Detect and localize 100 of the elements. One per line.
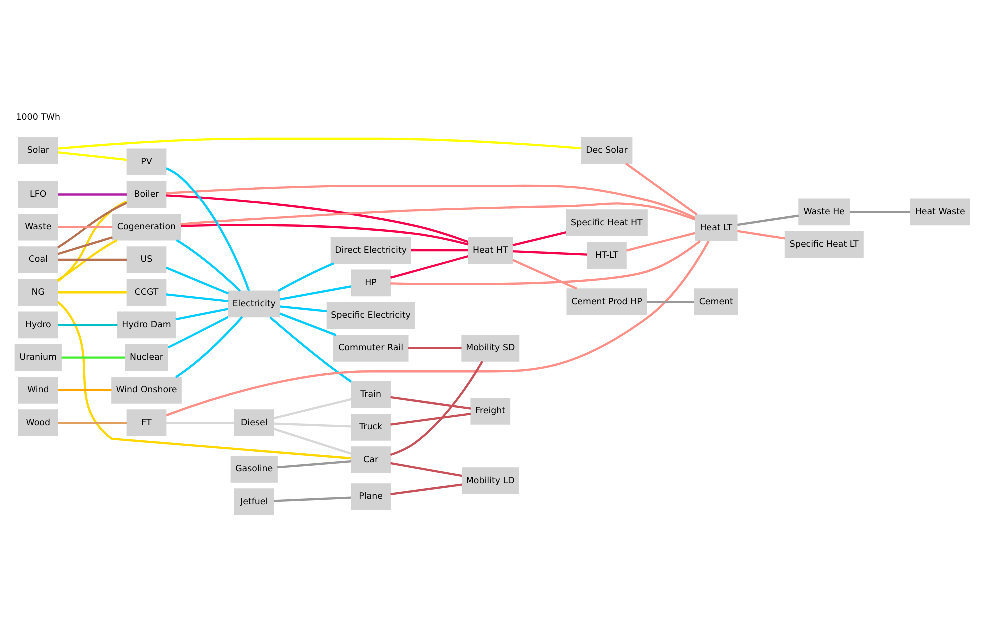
node-box: FT (126, 409, 167, 436)
connector (57, 300, 352, 460)
connector (57, 238, 118, 281)
node-box: Hydro (18, 311, 58, 338)
node-box: HP (351, 269, 391, 296)
connector (58, 291, 127, 294)
node-box: Jetfuel (234, 488, 274, 515)
node-box: Mobility SD (462, 334, 520, 362)
connector (166, 167, 250, 291)
connector (58, 137, 582, 150)
connector (180, 202, 696, 225)
connector (62, 356, 126, 358)
node-box: Uranium (14, 344, 62, 371)
connector (390, 360, 484, 456)
node-box: Direct Electricity (330, 236, 412, 264)
node-box: Mobility LD (462, 467, 520, 494)
node-box: Car (351, 446, 391, 473)
connector (57, 202, 128, 248)
connector (274, 496, 352, 502)
connector (274, 398, 352, 419)
node-box: Boiler (126, 180, 167, 208)
node-box: Wind Onshore (112, 376, 182, 404)
connector (274, 428, 352, 454)
connector (58, 324, 118, 326)
node-box: Waste He (798, 198, 850, 226)
connector (626, 232, 696, 252)
node-box: Truck (351, 414, 391, 440)
node-box: LFO (18, 180, 58, 208)
node-box: HT-LT (587, 242, 627, 269)
node-box: Specific Heat HT (566, 209, 648, 236)
connector (850, 210, 911, 213)
connector (280, 285, 352, 300)
node-box: Commuter Rail (333, 334, 409, 362)
node-box: Coal (18, 246, 58, 273)
connector (58, 388, 112, 392)
connector (180, 224, 469, 246)
connector (166, 194, 469, 243)
connector (166, 240, 710, 416)
node-box: Specific Electricity (326, 302, 416, 329)
label: 1000 TWh (16, 112, 61, 123)
connector (390, 396, 472, 410)
connector (738, 230, 786, 240)
node-box: Heat LT (695, 214, 738, 242)
connector (390, 462, 462, 477)
node-box: PV (126, 148, 167, 176)
node-box: Wind (18, 376, 58, 404)
node-box: Plane (351, 483, 391, 510)
node-box: Diesel (234, 409, 274, 436)
connector (176, 239, 242, 292)
connector (646, 300, 694, 303)
node-box: Hydro Dam (117, 311, 176, 338)
connector (390, 240, 702, 285)
node-box: Heat Waste (910, 198, 970, 226)
connector (278, 262, 334, 292)
node-box: Freight (470, 398, 511, 424)
connector (58, 193, 127, 196)
node-box: Waste (18, 213, 58, 240)
connector (166, 421, 234, 424)
connector (58, 226, 113, 228)
connector (408, 346, 462, 349)
connector (176, 308, 229, 320)
connector (270, 316, 352, 382)
connector (168, 316, 229, 348)
node-box: NG (18, 278, 58, 306)
connector (58, 421, 127, 424)
connector (58, 151, 128, 161)
connector (512, 250, 588, 256)
connector (58, 258, 127, 261)
connector (390, 412, 472, 426)
connector (280, 312, 337, 336)
node-box: Specific Heat LT (784, 230, 864, 258)
connector (274, 422, 352, 428)
connector (512, 258, 578, 290)
connector (390, 483, 462, 495)
node-box: CCGT (126, 278, 167, 306)
node-box: Heat HT (468, 236, 514, 264)
connector (166, 184, 696, 219)
node-box: Electricity (228, 290, 280, 318)
connector (738, 214, 800, 226)
node-box: Cogeneration (112, 213, 182, 240)
connector (58, 236, 113, 255)
node-box: Gasoline (230, 456, 278, 482)
connector (166, 266, 230, 294)
connector (57, 200, 128, 282)
node-box: Solar (18, 136, 58, 164)
node-box: Wood (18, 409, 58, 436)
connector (176, 316, 244, 378)
node-box: Dec Solar (581, 136, 633, 164)
connector (280, 305, 328, 312)
connector (411, 248, 468, 252)
connector (625, 162, 698, 216)
node-box: Cement Prod HP (566, 288, 648, 315)
connector (166, 293, 229, 302)
connector (278, 460, 352, 468)
connector (390, 254, 469, 278)
node-box: Train (351, 380, 391, 408)
connector (512, 231, 567, 246)
node-box: Cement (694, 288, 738, 315)
node-box: Nuclear (125, 344, 168, 371)
node-box: US (126, 246, 167, 273)
